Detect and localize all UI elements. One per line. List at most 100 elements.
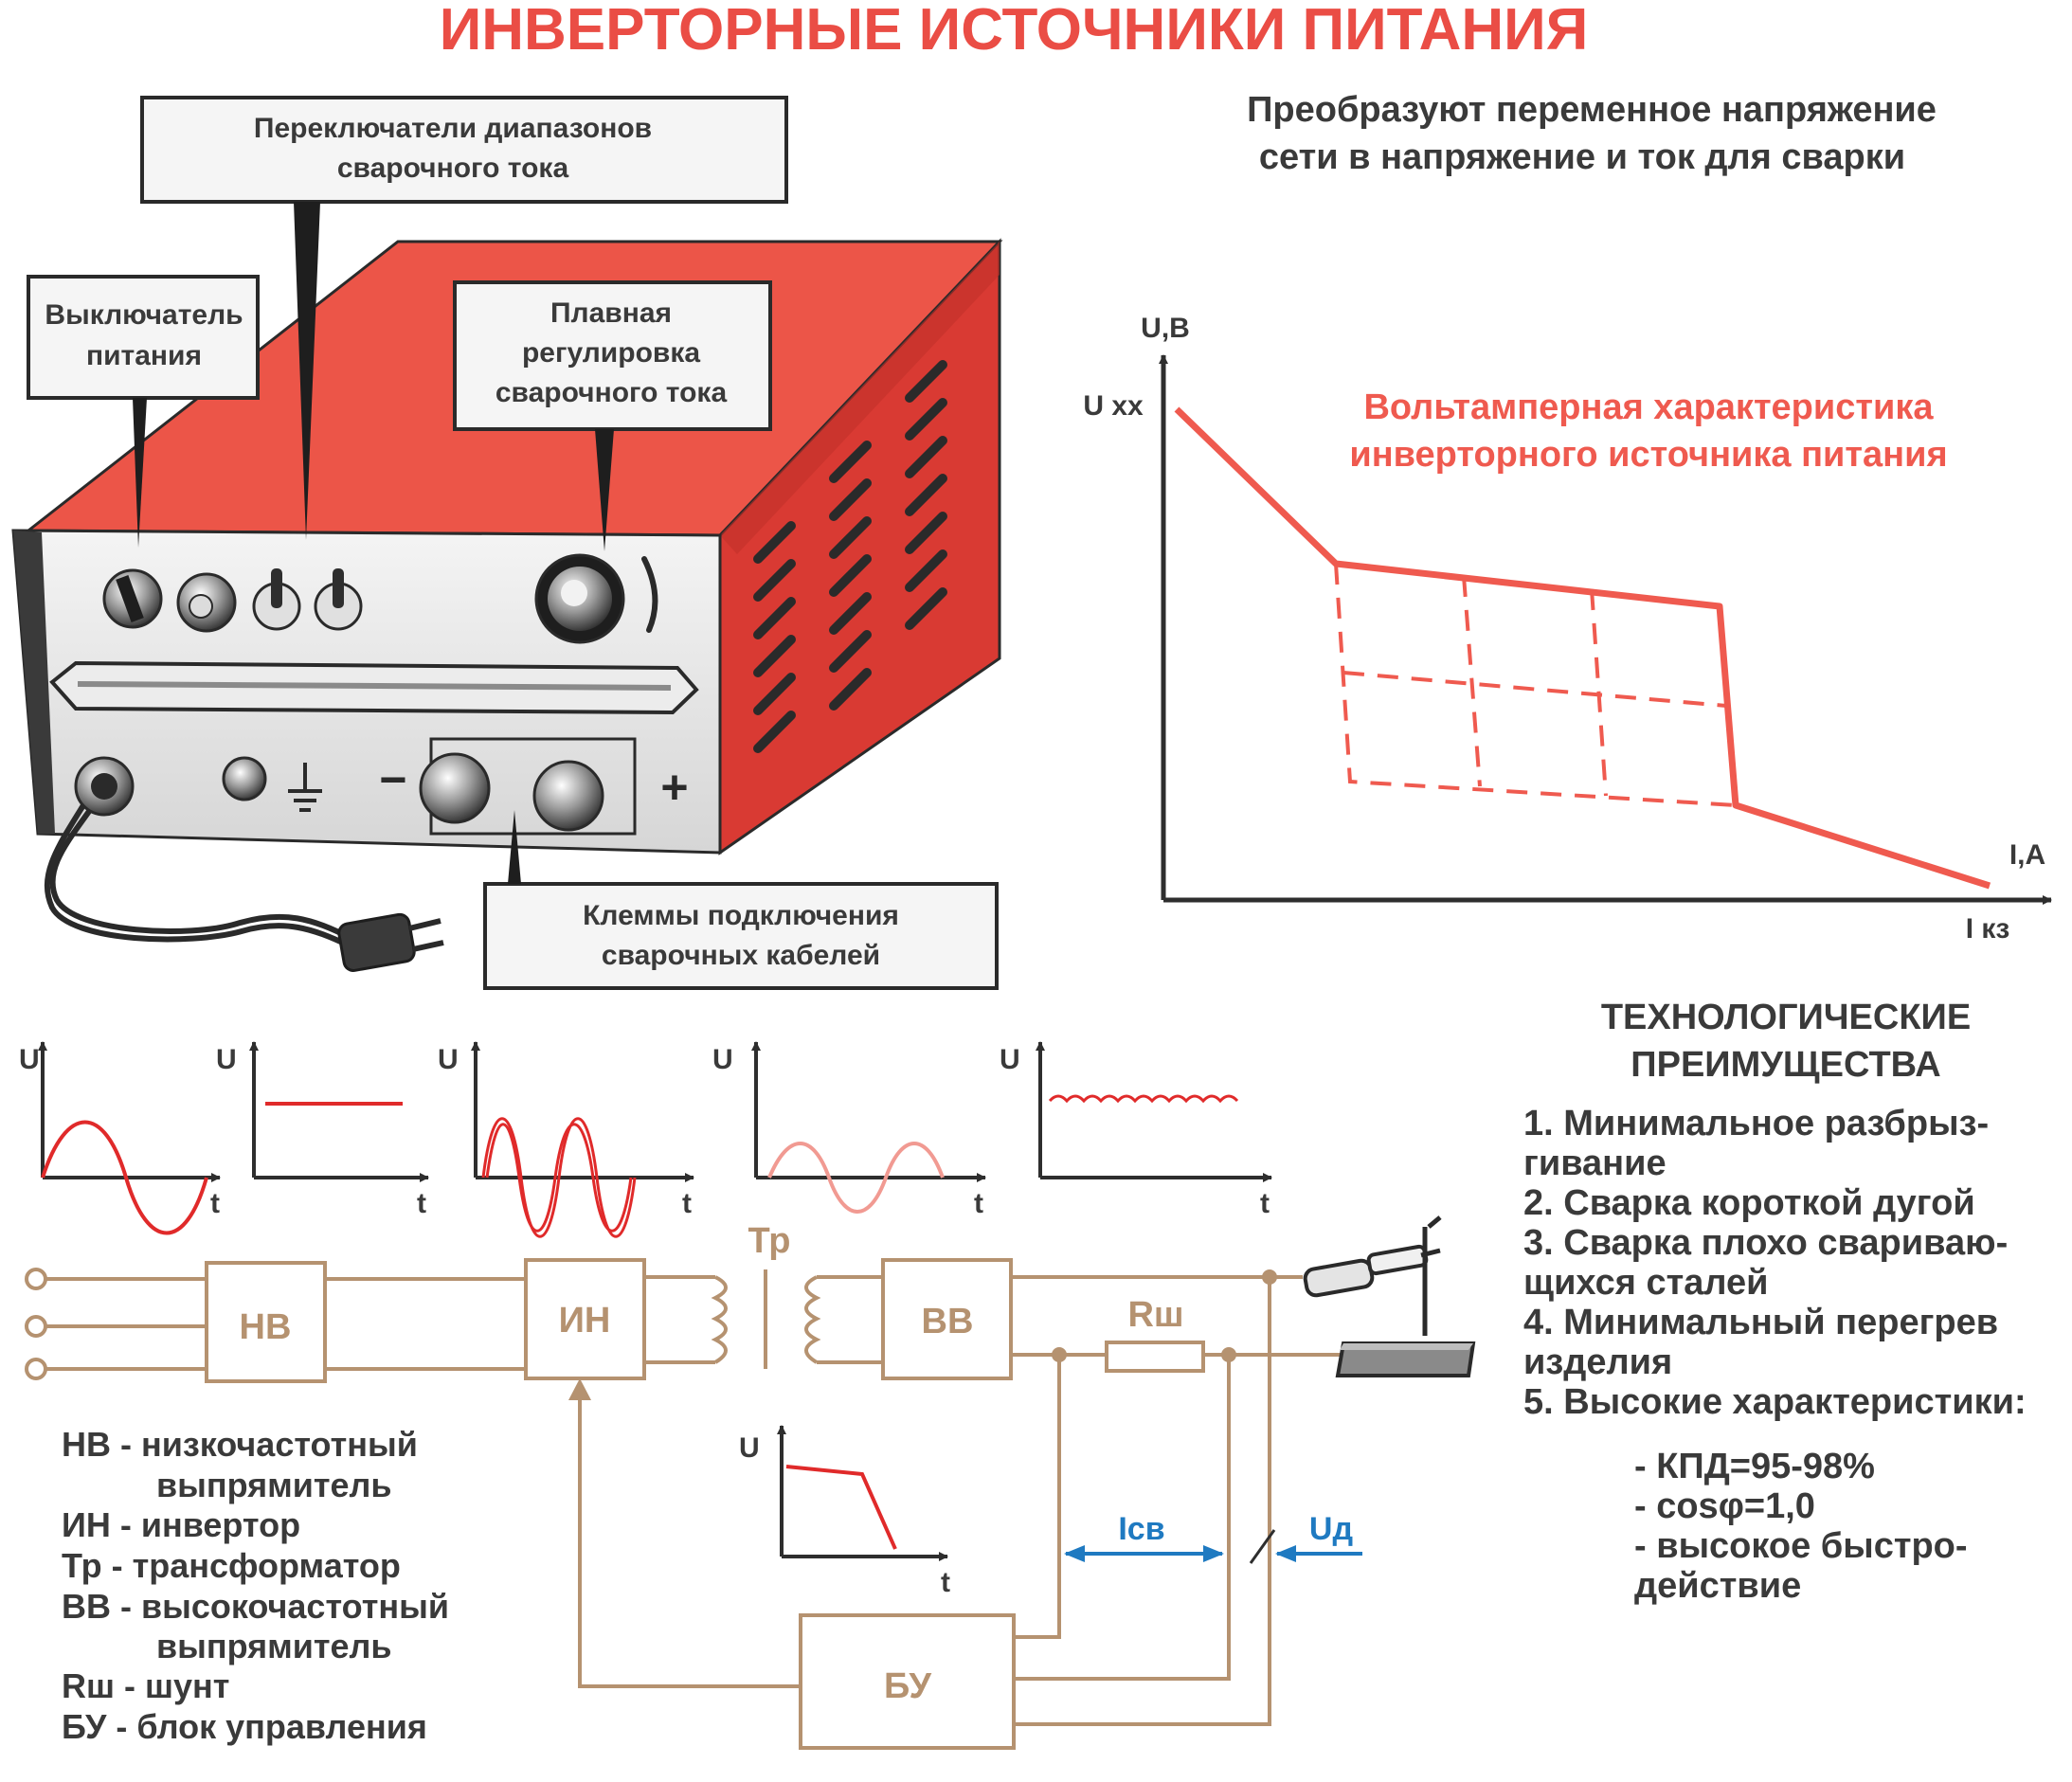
- waveform-3-hf-ac: U t: [438, 1041, 694, 1238]
- range-toggle-switch-2: [314, 568, 363, 631]
- waveform-5-u-label: U: [1000, 1044, 1020, 1075]
- callout-power-switch-line-1: Выключатель: [45, 299, 243, 331]
- welding-torch-icon: [1303, 1215, 1442, 1336]
- positive-terminal: [532, 760, 604, 832]
- ground-icon: [288, 763, 322, 812]
- block-bu-label: БУ: [884, 1666, 931, 1706]
- waveform-4-t-label: t: [974, 1188, 983, 1219]
- legend-line-3: ИН - инвертор: [62, 1505, 300, 1544]
- block-vv-label: ВВ: [922, 1302, 974, 1341]
- legend-line-4: Тр - трансформатор: [62, 1546, 401, 1585]
- callout-range-switches-line-1: Переключатели диапазонов: [254, 113, 652, 144]
- callout-terminals: Клеммы подключения сварочных кабелей: [483, 810, 999, 990]
- vac-title-line-2: инверторного источника питания: [1349, 435, 1947, 475]
- mains-input-terminal: [25, 1268, 47, 1290]
- feedback-signals: Iсв Uд: [1064, 1511, 1362, 1564]
- power-switch-knob: [102, 568, 163, 629]
- advantage-line-5: щихся сталей: [1523, 1263, 1769, 1303]
- mains-input-terminal: [25, 1315, 47, 1338]
- block-nv: [205, 1261, 327, 1383]
- waveform-4-transformed: U t: [712, 1041, 986, 1219]
- waveform-5-t-label: t: [1260, 1188, 1270, 1219]
- legend-line-7: Rш - шунт: [62, 1666, 229, 1705]
- vac-adjustment-grid: [1334, 563, 1737, 807]
- waveform-3-u-label: U: [438, 1044, 459, 1075]
- advantage-line-1: 1. Минимальное разбрыз-: [1523, 1104, 1989, 1143]
- signal-ud-label: Uд: [1309, 1511, 1353, 1547]
- power-plug: [337, 912, 444, 972]
- technological-advantages: ТЕХНОЛОГИЧЕСКИЕ ПРЕИМУЩЕСТВА 1. Минималь…: [1523, 998, 2027, 1606]
- callout-smooth-regulation: Плавная регулировка сварочного тока: [453, 280, 772, 551]
- advantage-line-3: 2. Сварка короткой дугой: [1523, 1183, 1975, 1223]
- callout-smooth-regulation-line-3: сварочного тока: [495, 377, 728, 408]
- advantage-spec-3: - высокое быстро-: [1634, 1526, 1968, 1566]
- advantage-spec-1: - КПД=95-98%: [1634, 1447, 1875, 1486]
- advantage-line-7: изделия: [1523, 1342, 1672, 1382]
- callout-range-switches: Переключатели диапазонов сварочного тока: [140, 96, 788, 540]
- advantage-line-2: гивание: [1523, 1143, 1667, 1183]
- vac-main-curve: [1174, 406, 1991, 890]
- waveform-3-t-label: t: [682, 1188, 692, 1219]
- vac-y-axis-label: U,В: [1141, 313, 1190, 344]
- legend-line-5: ВВ - высокочастотный: [62, 1587, 449, 1626]
- mini-chart-u-label: U: [739, 1432, 760, 1464]
- legend-line-1: НВ - низкочастотный: [62, 1425, 418, 1464]
- block-rsh-label: Rш: [1127, 1295, 1183, 1335]
- signal-isv-label: Iсв: [1118, 1511, 1164, 1547]
- waveform-1-ac-mains: U t: [19, 1041, 221, 1235]
- block-nv-label: НВ: [240, 1307, 292, 1347]
- abbreviations-legend: НВ - низкочастотный выпрямитель ИН - инв…: [62, 1425, 449, 1746]
- waveform-5-rectified: U t: [1000, 1041, 1272, 1219]
- minus-label: −: [379, 753, 406, 806]
- callout-terminals-line-2: сварочных кабелей: [602, 940, 880, 971]
- waveform-1-t-label: t: [210, 1188, 220, 1219]
- subtitle-line-2: сети в напряжение и ток для сварки: [1259, 137, 1905, 177]
- negative-terminal: [419, 752, 491, 824]
- legend-line-2: выпрямитель: [156, 1466, 392, 1504]
- block-bu: [799, 1613, 1016, 1750]
- waveform-2-dc: U t: [216, 1041, 429, 1219]
- advantage-spec-4: действие: [1634, 1566, 1801, 1606]
- subtitle: Преобразуют переменное напряжение сети в…: [1247, 90, 1937, 177]
- block-vv: [881, 1258, 1013, 1380]
- shunt-resistor: [1105, 1341, 1205, 1373]
- device-left-rim: [13, 531, 55, 834]
- ground-terminal: [222, 756, 322, 812]
- vac-uxx-label: U хх: [1083, 390, 1144, 422]
- mini-chart-t-label: t: [941, 1567, 950, 1598]
- device-handle: [49, 660, 699, 715]
- block-diagram: [25, 1258, 1345, 1750]
- advantage-line-8: 5. Высокие характеристики:: [1523, 1382, 2027, 1422]
- advantage-line-6: 4. Минимальный перегрев: [1523, 1303, 1998, 1342]
- inverter-device-illustration: − +: [11, 238, 1003, 972]
- range-selector-knob: [176, 572, 237, 633]
- waveform-2-u-label: U: [216, 1044, 237, 1075]
- callout-smooth-regulation-line-1: Плавная: [550, 297, 672, 329]
- callout-power-switch: Выключатель питания: [27, 275, 260, 548]
- power-cable: [44, 803, 352, 948]
- range-toggle-switch-1: [252, 568, 301, 631]
- advantages-heading-line-1: ТЕХНОЛОГИЧЕСКИЕ: [1601, 998, 1971, 1037]
- vac-ikz-label: I кз: [1966, 913, 2010, 945]
- callout-range-switches-line-2: сварочного тока: [337, 153, 569, 184]
- vac-x-axis-label: I,А: [2009, 839, 2045, 871]
- workpiece-icon: [1335, 1341, 1476, 1377]
- callout-terminals-line-1: Клеммы подключения: [583, 900, 899, 931]
- output-characteristic-mini-chart: U t: [739, 1425, 950, 1598]
- legend-line-8: БУ - блок управления: [62, 1707, 427, 1746]
- current-regulator-knob: [534, 553, 658, 644]
- volt-ampere-characteristic-chart: U,В I,А U хх I кз Вольтамперная характер…: [1083, 313, 2052, 945]
- block-in: [524, 1258, 646, 1380]
- ventilation-slots: [753, 360, 947, 753]
- block-tr-label: Тр: [748, 1221, 791, 1261]
- device-side-shade: [720, 242, 1000, 554]
- block-in-label: ИН: [559, 1301, 611, 1341]
- legend-line-6: выпрямитель: [156, 1627, 392, 1665]
- advantage-spec-2: - cosφ=1,0: [1634, 1486, 1815, 1526]
- callout-power-switch-line-2: питания: [86, 340, 202, 371]
- page-title: ИНВЕРТОРНЫЕ ИСТОЧНИКИ ПИТАНИЯ: [440, 0, 1589, 63]
- mains-input-terminal: [25, 1358, 47, 1380]
- cable-socket: [74, 756, 135, 817]
- vac-title-line-1: Вольтамперная характеристика: [1363, 387, 1934, 427]
